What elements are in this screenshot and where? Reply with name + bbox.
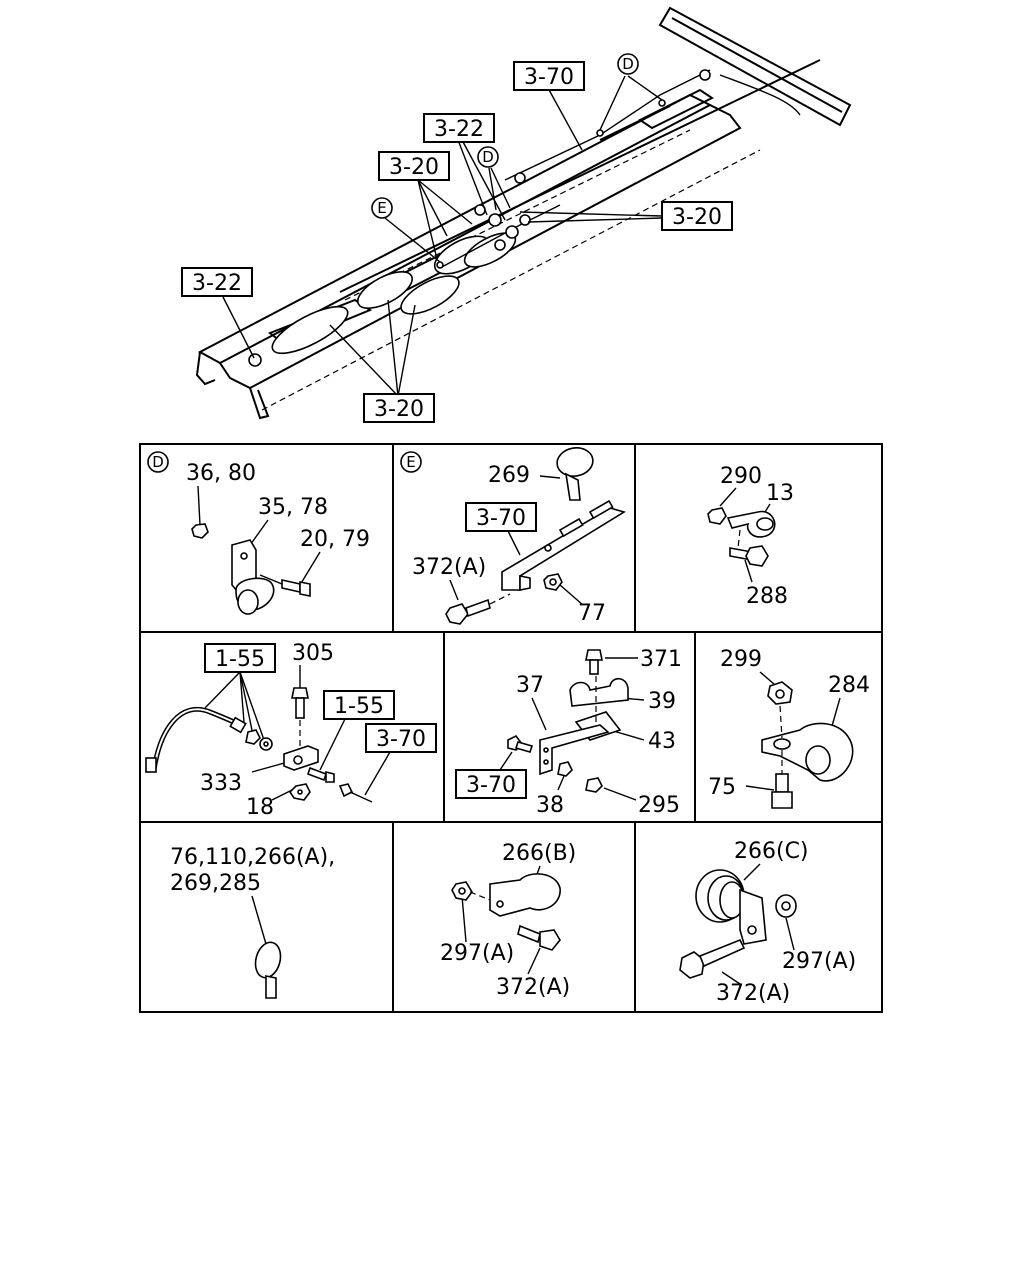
- overview-ref-3-20-bottom: 3-20: [363, 393, 435, 423]
- svg-text:37: 37: [516, 673, 544, 698]
- svg-text:43: 43: [648, 729, 676, 754]
- chassis-frame-drawing: [195, 6, 852, 420]
- svg-text:1-55: 1-55: [215, 647, 265, 672]
- detail-cell-266c: 266(C) 297(A) 372(A): [679, 839, 856, 1006]
- svg-text:E: E: [377, 199, 386, 217]
- overview-ref-3-20-right: 3-20: [661, 201, 733, 231]
- svg-text:D: D: [152, 453, 164, 471]
- svg-text:35, 78: 35, 78: [258, 495, 328, 520]
- svg-text:305: 305: [292, 641, 334, 666]
- overview-leaders: [221, 75, 663, 397]
- svg-text:3-20: 3-20: [672, 205, 722, 230]
- detail-cell-d: D 36, 80 35, 78 20, 79: [147, 451, 370, 615]
- svg-text:76,110,266(A),: 76,110,266(A),: [170, 845, 335, 870]
- overview-ref-3-70: 3-70: [513, 61, 585, 91]
- svg-text:372(A): 372(A): [716, 981, 790, 1006]
- detail-cell-371: 371 37 39 43 3-70 38 295: [455, 647, 682, 818]
- overview-ref-3-20-left: 3-20: [378, 151, 450, 181]
- detail-cell-305: 1-55 305 1-55 3-70 333 18: [145, 641, 437, 820]
- svg-text:269: 269: [488, 463, 530, 488]
- svg-text:18: 18: [246, 795, 274, 820]
- svg-text:372(A): 372(A): [412, 555, 486, 580]
- svg-text:3-70: 3-70: [376, 727, 426, 752]
- overview-callout-d-mid: D: [477, 146, 499, 168]
- svg-text:20, 79: 20, 79: [300, 527, 370, 552]
- overview-ref-3-22-top: 3-22: [423, 113, 495, 143]
- detail-cell-290: 290 13 288: [707, 464, 794, 609]
- svg-text:297(A): 297(A): [782, 949, 856, 974]
- svg-text:3-22: 3-22: [434, 117, 484, 142]
- svg-text:290: 290: [720, 464, 762, 489]
- overview-ref-3-22-left: 3-22: [181, 267, 253, 297]
- detail-grid: [139, 443, 883, 1013]
- svg-text:38: 38: [536, 793, 564, 818]
- svg-text:3-70: 3-70: [466, 773, 516, 798]
- svg-text:295: 295: [638, 793, 680, 818]
- detail-cell-299: 299 284 75: [708, 647, 870, 809]
- svg-text:13: 13: [766, 481, 794, 506]
- svg-text:266(C): 266(C): [734, 839, 809, 864]
- svg-text:333: 333: [200, 771, 242, 796]
- svg-text:299: 299: [720, 647, 762, 672]
- svg-text:E: E: [406, 453, 415, 471]
- svg-text:372(A): 372(A): [496, 975, 570, 1000]
- svg-text:1-55: 1-55: [334, 694, 384, 719]
- svg-text:266(B): 266(B): [502, 841, 576, 866]
- svg-text:288: 288: [746, 584, 788, 609]
- svg-text:3-22: 3-22: [192, 271, 242, 296]
- svg-text:284: 284: [828, 673, 870, 698]
- svg-text:D: D: [482, 148, 494, 166]
- svg-text:297(A): 297(A): [440, 941, 514, 966]
- svg-text:75: 75: [708, 775, 736, 800]
- svg-text:3-20: 3-20: [389, 155, 439, 180]
- svg-text:D: D: [622, 55, 634, 73]
- svg-text:371: 371: [640, 647, 682, 672]
- svg-text:3-70: 3-70: [476, 506, 526, 531]
- svg-text:39: 39: [648, 689, 676, 714]
- detail-cell-e: E 269 3-70 372(A) 77: [400, 447, 626, 626]
- svg-text:3-70: 3-70: [524, 65, 574, 90]
- detail-cell-76: 76,110,266(A), 269,285: [170, 845, 335, 999]
- svg-text:269,285: 269,285: [170, 871, 261, 896]
- svg-text:36, 80: 36, 80: [186, 461, 256, 486]
- svg-text:3-20: 3-20: [374, 397, 424, 422]
- overview-callout-e: E: [371, 197, 393, 219]
- overview-callout-d-top: D: [617, 53, 639, 75]
- detail-cell-266b: 266(B) 297(A) 372(A): [440, 841, 576, 1000]
